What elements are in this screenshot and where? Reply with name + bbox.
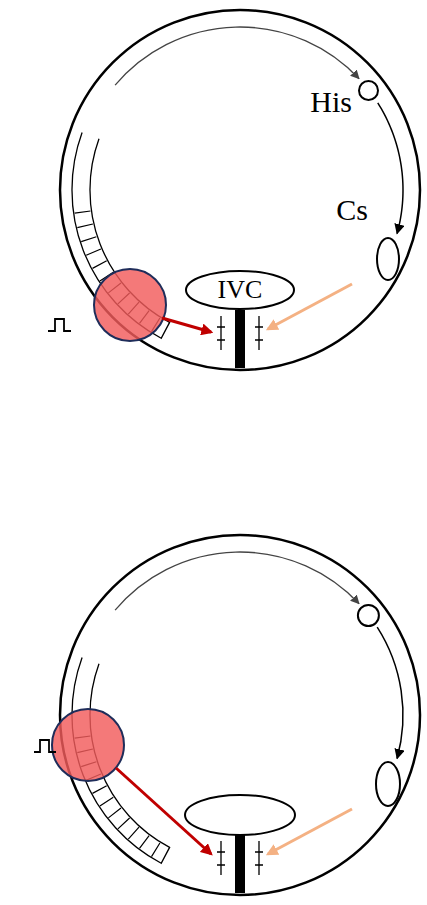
- cs-node: Cs: [376, 237, 400, 281]
- pacing-site: [52, 709, 124, 781]
- activation-arc: [377, 627, 403, 758]
- ellipse-shape: [186, 271, 294, 309]
- atrium-outline: [60, 10, 420, 370]
- circle-outline: [358, 80, 379, 101]
- ivc-ellipse: [185, 795, 295, 835]
- his-node: His: [358, 80, 379, 101]
- activation-arc: [115, 27, 359, 85]
- ellipse-shape: [377, 238, 399, 280]
- circle-shape: [359, 81, 378, 100]
- node-label: IVC: [218, 277, 263, 303]
- ellipse-outline: [376, 237, 400, 281]
- atrium-base-copy: [60, 535, 420, 895]
- isthmus-block: [235, 310, 245, 368]
- double-potential-marks: [217, 316, 263, 350]
- node-label: His: [310, 87, 352, 117]
- pacing-pulse-symbol: [34, 740, 56, 752]
- node-label: Cs: [336, 195, 368, 225]
- pacing-pulse-symbol: [48, 319, 71, 331]
- red-arrow: [162, 318, 211, 332]
- conduction-arrow: [378, 103, 403, 234]
- his-circle: [358, 605, 379, 626]
- atrium-base: [60, 10, 420, 370]
- cs-ellipse: [376, 762, 400, 806]
- pacing-site: [94, 269, 166, 341]
- red-arrow: [116, 768, 211, 854]
- ivc-node: IVC: [185, 270, 295, 310]
